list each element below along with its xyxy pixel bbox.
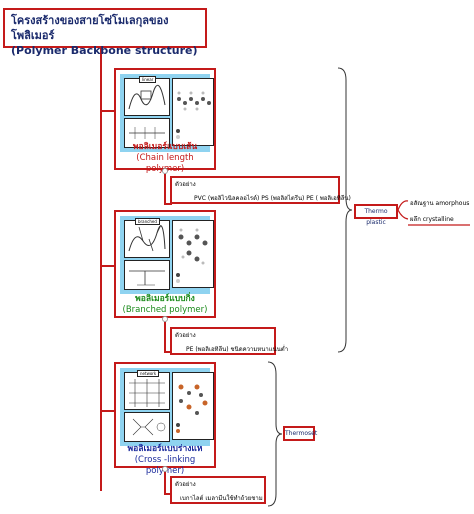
branched-molecule-panel	[172, 220, 214, 288]
example-label: ตัวอย่าง	[175, 181, 196, 188]
node-linear-polymer[interactable]: linear พอลิเมอร์แบบเส้น (Chain length po…	[114, 68, 216, 174]
branched-molecule-drawing	[176, 228, 208, 283]
network-molecule-panel	[172, 372, 214, 440]
example-label: ตัวอย่าง	[175, 332, 196, 339]
example-connector-2	[164, 322, 166, 352]
example-connector-1	[164, 174, 166, 204]
branch-line-3	[100, 410, 114, 412]
linear-formula-drawing	[129, 127, 165, 139]
thumb-tag-network: network	[137, 370, 160, 377]
root-title-thai: โครงสร้างของสายโซ่โมเลกุลของโพลิเมอร์	[11, 14, 169, 42]
branched-chain-panel: branched	[124, 218, 170, 258]
leaf-crystalline[interactable]: ผลึก crystalline	[410, 216, 454, 223]
example-text: PVC (พอลิไวนิลคลอไรด์) PS (พอลิสไตรีน) P…	[194, 195, 351, 202]
network-chain-drawing	[129, 379, 165, 407]
node-caption-thai: พอลิเมอร์แบบกิ่ง	[135, 294, 195, 304]
network-molecule-drawing	[176, 384, 208, 433]
root-title-english: (Polymer Backbone structure)	[11, 44, 198, 57]
expand-toggle[interactable]	[162, 316, 168, 322]
example-text: เบกาไลต์ เมลามีนใช้ทำถ้วยชาม	[180, 495, 263, 502]
thumb-tag-linear: linear	[139, 76, 157, 83]
branch-line-1	[100, 110, 114, 112]
example-connector-3	[164, 472, 166, 494]
example-text: PE (พอลิเอทิลีน) ชนิดความหนาแน่นต่ำ	[186, 346, 289, 353]
leaf-amorphous[interactable]: อสัณฐาน amorphous	[410, 200, 470, 207]
expand-toggle[interactable]	[162, 466, 168, 472]
linear-chain-panel: linear	[124, 76, 170, 116]
linear-chain-drawing	[128, 84, 166, 110]
linear-molecule-drawing	[176, 91, 211, 139]
linear-formula-panel	[124, 118, 170, 148]
example-box-branched[interactable]: ตัวอย่าง PE (พอลิเอทิลีน) ชนิดความหนาแน่…	[170, 327, 288, 355]
linear-polymer-image: linear	[120, 74, 214, 152]
example-connector-1h	[164, 203, 172, 205]
example-connector-2h	[164, 351, 172, 353]
main-spine	[100, 46, 102, 491]
leaf-connector	[397, 200, 409, 220]
example-box-linear[interactable]: ตัวอย่าง PVC (พอลิไวนิลคลอไรด์) PS (พอลิ…	[170, 176, 351, 204]
example-box-network[interactable]: ตัวอย่าง เบกาไลต์ เมลามีนใช้ทำถ้วยชาม	[170, 476, 266, 504]
thermoset-brace	[267, 361, 283, 507]
thermoplastic-brace	[337, 67, 353, 353]
network-chain-panel: network	[124, 370, 170, 410]
thermoset-box[interactable]: Thermoset	[283, 426, 317, 441]
branched-chain-drawing	[128, 224, 166, 252]
node-caption-thai: พอลิเมอร์แบบเส้น	[132, 142, 198, 152]
branched-formula-panel	[124, 260, 170, 290]
network-polymer-image: network	[120, 368, 214, 446]
branch-line-2	[100, 265, 114, 267]
example-connector-3h	[164, 493, 172, 495]
node-caption-thai: พอลิเมอร์แบบร่างแห	[127, 444, 203, 454]
root-title-box[interactable]: โครงสร้างของสายโซ่โมเลกุลของโพลิเมอร์ (P…	[3, 8, 207, 57]
branched-polymer-image: branched	[120, 216, 214, 294]
branched-formula-drawing	[129, 270, 165, 286]
node-caption-english: (Branched polymer)	[122, 305, 208, 315]
network-formula-drawing	[132, 418, 166, 436]
linear-molecule-panel	[172, 78, 214, 146]
node-network-polymer[interactable]: network พอลิเมอร์แบบร่างแห (Cross -linki…	[114, 362, 216, 476]
network-formula-panel	[124, 412, 170, 442]
node-branched-polymer[interactable]: branched พอลิเมอร์แบบกิ่ง (Branched poly…	[114, 210, 216, 318]
thermoplastic-box[interactable]: Thermo plastic	[354, 204, 398, 226]
example-label: ตัวอย่าง	[175, 481, 196, 488]
thumb-tag-branched: branched	[135, 218, 160, 225]
expand-toggle[interactable]	[162, 168, 168, 174]
